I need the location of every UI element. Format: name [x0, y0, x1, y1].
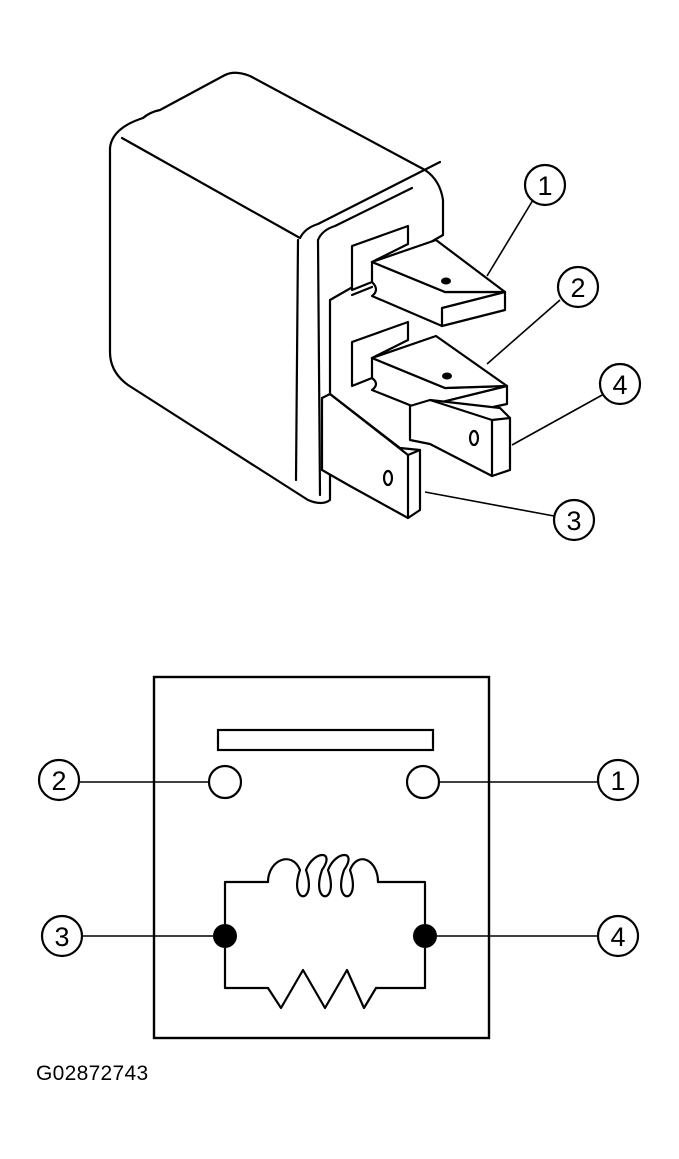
- coil-circuit-wire: [223, 880, 270, 938]
- bottom-callout-2-label: 2: [51, 766, 66, 796]
- coil-winding: [266, 854, 380, 898]
- contact-bar: [216, 728, 435, 752]
- terminal-4-node: [413, 924, 437, 948]
- top-callout-3-label: 3: [566, 506, 581, 536]
- resistor-wire: [223, 934, 270, 990]
- resistor-zigzag: [266, 968, 378, 1010]
- top-leader-lines: [424, 199, 605, 517]
- bottom-callout-4-label: 4: [610, 922, 625, 952]
- coil-circuit-wire-right: [376, 880, 427, 938]
- bottom-leader-lines: [80, 781, 600, 937]
- terminal-1-contact: [405, 764, 441, 800]
- spade-terminal-4: [408, 398, 512, 478]
- bottom-callout-1: 1: [596, 758, 640, 802]
- resistor-wire-right: [374, 934, 427, 990]
- spade-terminal-3: [320, 392, 422, 520]
- bottom-callout-4: 4: [596, 914, 640, 958]
- bottom-callout-2: 2: [37, 758, 81, 802]
- top-callout-2: 2: [556, 265, 600, 309]
- terminal-3-node: [213, 924, 237, 948]
- figure-code: G02872743: [36, 1062, 149, 1085]
- spade-terminal-1: [350, 224, 507, 328]
- bottom-callout-3: 3: [40, 914, 84, 958]
- top-callout-4-label: 4: [612, 370, 627, 400]
- relay-schematic: [152, 675, 491, 1040]
- top-callout-1-label: 1: [537, 171, 552, 201]
- top-callout-2-label: 2: [570, 273, 585, 303]
- bottom-callout-1-label: 1: [610, 766, 625, 796]
- top-callout-3: 3: [552, 498, 596, 542]
- top-callout-4: 4: [598, 362, 642, 406]
- bottom-callout-3-label: 3: [54, 922, 69, 952]
- terminal-2-contact: [207, 764, 243, 800]
- top-callout-1: 1: [523, 163, 567, 207]
